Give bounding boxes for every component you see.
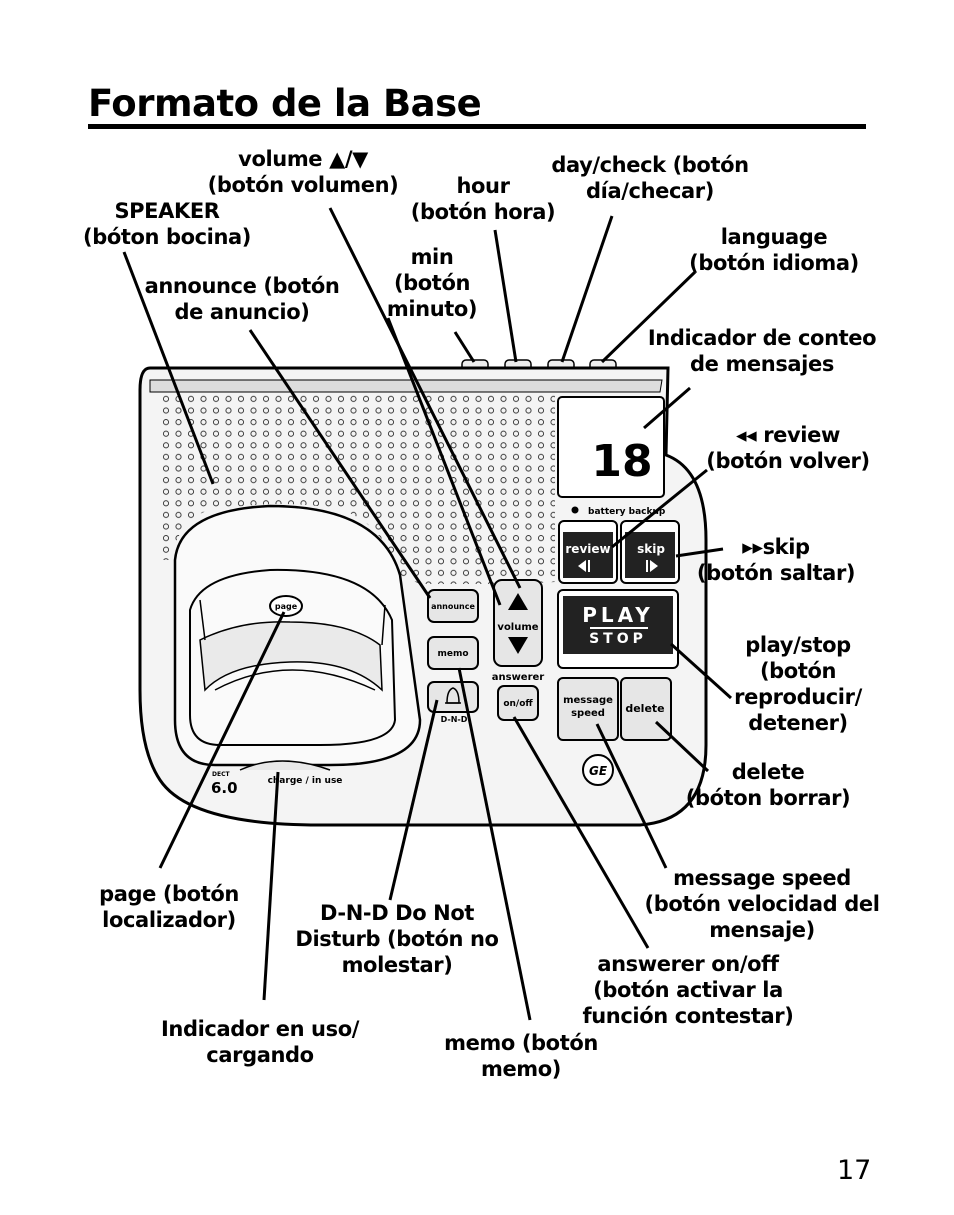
label-delete: delete(bóton borrar) bbox=[685, 760, 851, 810]
label-inuse: Indicador en uso/cargando bbox=[161, 1017, 359, 1067]
ge-logo: GE bbox=[582, 754, 614, 786]
volume-button[interactable]: volume answerer bbox=[492, 579, 545, 683]
svg-text:D-N-D: D-N-D bbox=[441, 715, 468, 724]
skip-button[interactable]: skip bbox=[620, 520, 680, 584]
svg-text:on/off: on/off bbox=[503, 699, 533, 709]
review-button[interactable]: review bbox=[558, 520, 618, 584]
display-panel: 18 battery backup bbox=[557, 396, 666, 517]
label-skip: ▸▸skip(botón saltar) bbox=[696, 535, 856, 585]
svg-text:answerer: answerer bbox=[492, 672, 545, 683]
svg-text:DECT: DECT bbox=[212, 771, 230, 778]
svg-text:message: message bbox=[563, 695, 613, 706]
leader-lines bbox=[122, 207, 733, 1021]
svg-text:skip: skip bbox=[637, 542, 665, 556]
svg-text:PLAY: PLAY bbox=[582, 603, 653, 627]
svg-text:charge / in use: charge / in use bbox=[268, 776, 343, 786]
svg-text:volume: volume bbox=[497, 622, 538, 633]
answerer-onoff-button[interactable]: on/off bbox=[497, 685, 539, 721]
message-speed-button[interactable]: message speed bbox=[557, 677, 619, 741]
label-review: ◂◂ review(botón volver) bbox=[706, 423, 870, 473]
svg-text:delete: delete bbox=[625, 702, 664, 715]
title-rule bbox=[88, 124, 866, 129]
page-button[interactable]: page bbox=[269, 595, 303, 617]
charge-indicator: charge / in use DECT 6.0 bbox=[211, 760, 343, 797]
label-language: language(botón idioma) bbox=[689, 225, 859, 275]
label-hour: hour(botón hora) bbox=[410, 174, 556, 224]
label-speaker: SPEAKER(bóton bocina) bbox=[82, 199, 252, 249]
svg-text:STOP: STOP bbox=[589, 631, 647, 647]
svg-text:speed: speed bbox=[571, 708, 605, 719]
svg-text:review: review bbox=[565, 542, 610, 556]
page-number: 17 bbox=[837, 1155, 872, 1186]
message-counter: 18 bbox=[591, 436, 652, 487]
play-stop-button[interactable]: PLAY STOP bbox=[557, 589, 679, 669]
announce-button[interactable]: announce bbox=[427, 589, 479, 623]
label-volume: volume ▲/▼(botón volumen) bbox=[207, 147, 399, 197]
page-title: Formato de la Base bbox=[88, 82, 482, 125]
svg-text:GE: GE bbox=[589, 764, 608, 778]
svg-text:6.0: 6.0 bbox=[211, 779, 238, 797]
svg-text:battery backup: battery backup bbox=[588, 507, 666, 517]
svg-text:page: page bbox=[275, 602, 298, 611]
svg-text:memo: memo bbox=[437, 649, 468, 659]
memo-button[interactable]: memo bbox=[427, 636, 479, 670]
svg-text:announce: announce bbox=[431, 602, 475, 611]
